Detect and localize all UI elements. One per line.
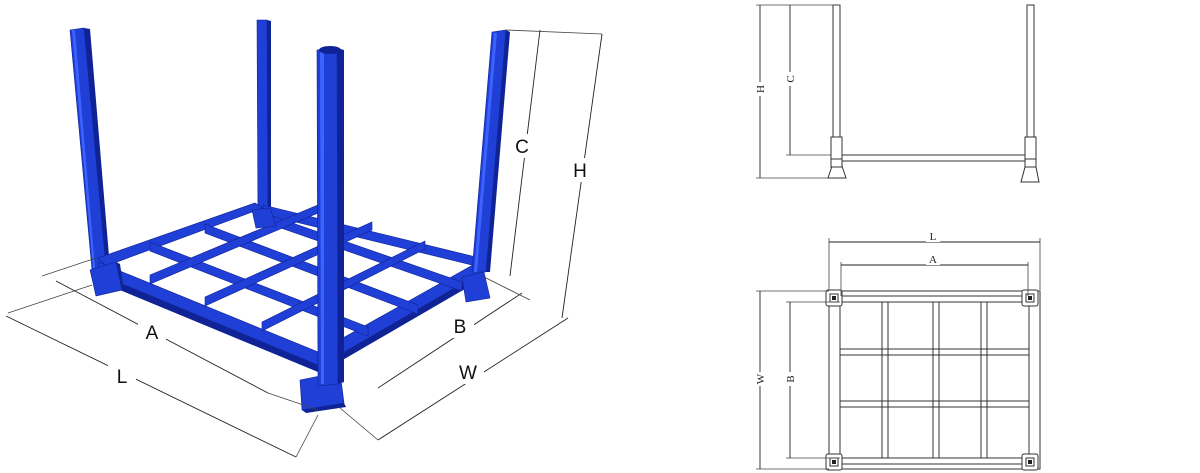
top-label-l: L — [930, 231, 937, 243]
side-base-rail — [841, 154, 1026, 162]
iso-post-back-left — [69, 27, 110, 271]
side-elevation-view: H C — [752, 4, 1040, 183]
iso-post-front — [316, 46, 344, 387]
side-post-left — [832, 4, 841, 138]
isometric-rack-view: A L B W C H — [5, 19, 603, 458]
iso-label-w: W — [459, 363, 477, 384]
top-corner-posts — [825, 289, 1039, 471]
iso-label-c: C — [515, 137, 529, 158]
top-label-a: A — [929, 254, 937, 266]
side-label-c: C — [785, 75, 797, 82]
iso-label-h: H — [573, 161, 587, 182]
side-post-left-base — [830, 136, 843, 160]
iso-post-right — [471, 29, 510, 273]
iso-label-l: L — [117, 367, 128, 388]
side-foot-right — [1020, 166, 1040, 183]
top-bar-3 — [980, 301, 988, 459]
iso-base-frame — [97, 202, 483, 372]
top-plan-view: L A W B — [752, 230, 1041, 471]
iso-labels: A L B W C H — [108, 134, 594, 388]
top-bar-1 — [881, 301, 889, 459]
side-post-right-base — [1024, 136, 1037, 160]
side-foot-left — [827, 165, 847, 179]
top-label-b: B — [785, 375, 797, 382]
top-outer-frame — [828, 290, 1041, 470]
top-crossbar-2 — [839, 400, 1030, 408]
iso-label-b: B — [454, 317, 467, 338]
top-crossbar-1 — [839, 348, 1030, 356]
top-bar-2 — [932, 301, 940, 459]
iso-label-a: A — [146, 323, 159, 344]
iso-post-back-right — [256, 19, 271, 223]
side-label-h: H — [755, 85, 767, 93]
top-label-w: W — [755, 373, 767, 384]
side-post-right — [1026, 4, 1035, 138]
